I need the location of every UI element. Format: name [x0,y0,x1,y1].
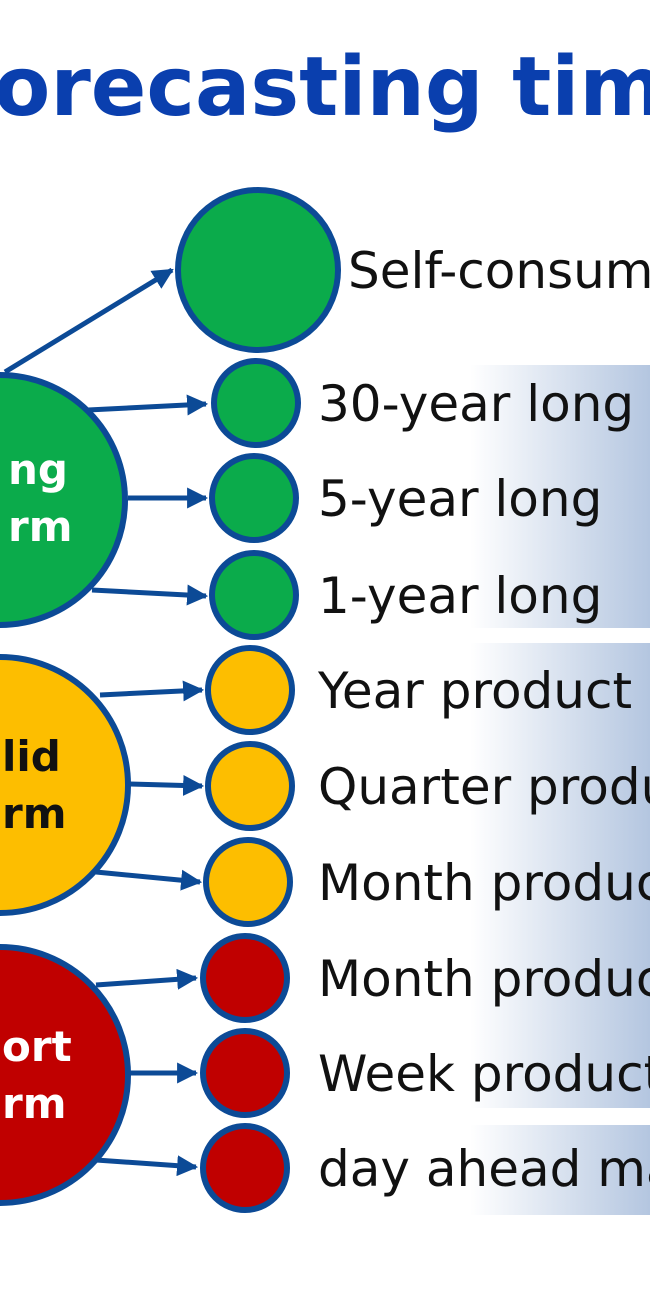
item-circles [200,358,301,1213]
item-circle-5-year [209,453,299,543]
long-term-label-1: ng [8,445,68,494]
band-day-ahead [470,1125,650,1215]
short-term-label-1: ort [2,1022,72,1071]
mid-term-label-2: rm [2,789,66,838]
item-label-year-product: Year product [317,662,632,720]
arrow-year-product [99,680,205,702]
item-circle-quarter-product [205,741,295,831]
item-label-quarter-product: Quarter produ [318,758,650,816]
item-label-30-year: 30-year long [318,375,634,433]
arrows [3,267,209,1177]
item-label-day-ahead: day ahead ma [318,1140,650,1198]
long-term-label-2: rm [8,502,72,551]
item-circle-month-product-short [200,933,290,1023]
short-term-circle [0,944,131,1206]
short-term-label-2: rm [2,1079,66,1128]
arrow-month-product-mid [95,869,203,891]
arrow-month-product-short [95,968,199,990]
band-mid-short [470,643,650,1108]
self-consumption-label: Self-consum [348,242,650,300]
item-label-1-year: 1-year long [318,567,602,625]
arrow-1-year [91,584,209,606]
arrow-quarter-product [129,774,205,796]
self-consumption-circle [175,187,341,353]
arrow-day-ahead [95,1155,199,1177]
band-long [470,365,650,628]
page-title: orecasting time [0,40,650,135]
arrow-30-year [87,394,209,416]
item-circle-day-ahead [200,1123,290,1213]
long-term-circle [0,372,128,628]
item-circle-year-product [205,645,295,735]
item-circle-month-product-mid [203,837,293,927]
item-circle-1-year [209,550,299,640]
arrow-self-consumption [3,267,174,375]
item-label-week-product: Week product [318,1045,650,1103]
item-label-month-product-short: Month produc [318,950,650,1008]
item-circle-week-product [200,1028,290,1118]
item-label-month-product-mid: Month produc [318,854,650,912]
mid-term-circle [0,654,131,916]
mid-term-label-1: lid [2,732,61,781]
item-label-5-year: 5-year long [318,470,602,528]
item-circle-30-year [211,358,301,448]
